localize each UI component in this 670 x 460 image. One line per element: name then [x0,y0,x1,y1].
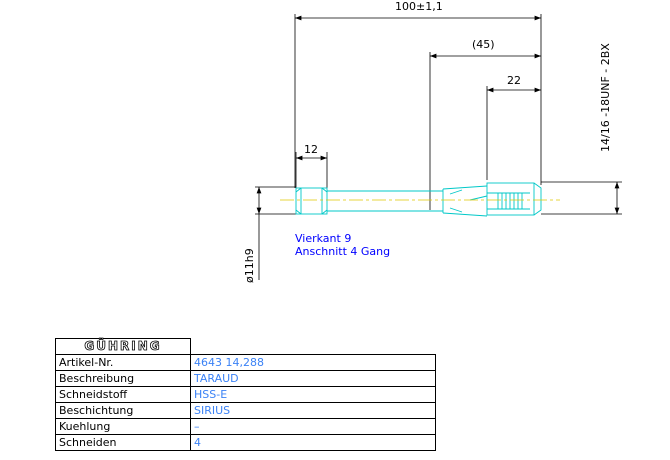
note-chamfer: Anschnitt 4 Gang [295,245,390,258]
guhring-logo: GÜHRING [55,338,191,355]
row-value: SIRIUS [190,402,436,419]
row-value: 4643 14,288 [190,354,436,371]
row-label: Kuehlung [55,418,191,435]
dim-12 [295,152,328,188]
dim-45 [429,52,541,210]
dim-22 [486,86,541,180]
row-label: Beschichtung [55,402,191,419]
dim-overall-length-label: 100±1,1 [395,0,443,13]
row-value: 4 [190,434,436,451]
table-row: Beschreibung TARAUD [55,370,436,387]
row-value: TARAUD [190,370,436,387]
table-row: Schneiden 4 [55,434,436,451]
dim-shank-diameter [255,186,296,280]
dim-thread-label: 14/16 -18UNF - 2BX [599,43,612,152]
row-label: Schneiden [55,434,191,451]
tool-outline [295,182,542,217]
table-row: Kuehlung – [55,418,436,435]
title-block: GÜHRING Artikel-Nr. 4643 14,288 Beschrei… [55,338,436,451]
logo-spacer [191,339,436,355]
table-row: Schneidstoff HSS-E [55,386,436,403]
dim-45-label: (45) [472,38,495,51]
dim-overall-length [294,14,542,188]
row-value: HSS-E [190,386,436,403]
dim-shank-diameter-label: ø11h9 [243,248,256,283]
dim-thread [541,181,622,215]
row-label: Beschreibung [55,370,191,387]
table-row: Artikel-Nr. 4643 14,288 [55,354,436,371]
row-label: Schneidstoff [55,386,191,403]
row-value: – [190,418,436,435]
row-label: Artikel-Nr. [55,354,191,371]
note-square: Vierkant 9 [295,232,351,245]
dim-12-label: 12 [304,143,318,156]
table-row: Beschichtung SIRIUS [55,402,436,419]
dim-22-label: 22 [507,74,521,87]
